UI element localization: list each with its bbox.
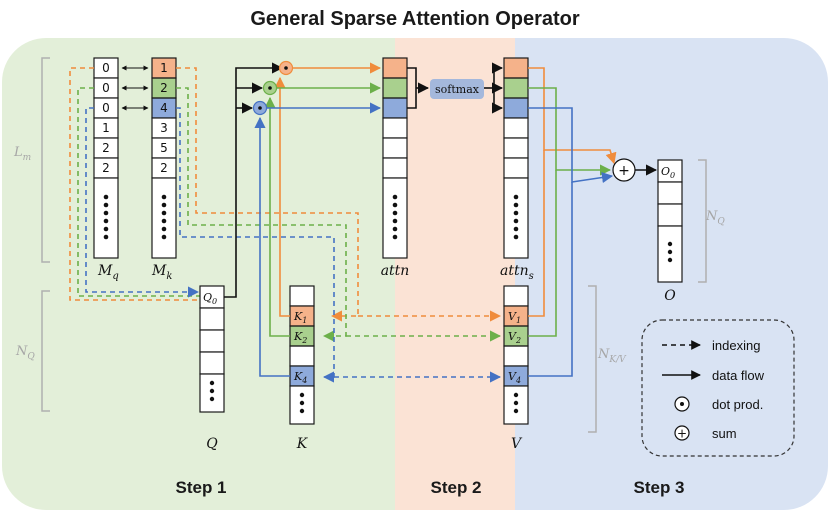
q-data-flow xyxy=(224,62,284,298)
softmax-block: softmax xyxy=(407,62,504,114)
legend-indexing: indexing xyxy=(712,338,760,353)
nq-right-bracket xyxy=(698,159,707,283)
mk-label: Mk xyxy=(151,263,172,282)
mq-to-q-indexing xyxy=(69,67,200,301)
v4-cell: V4 xyxy=(508,370,521,385)
legend-data-flow: data flow xyxy=(712,368,765,383)
v-label: V xyxy=(511,436,523,452)
q-column: Q0 Q xyxy=(199,285,225,452)
diagram-title: General Sparse Attention Operator xyxy=(250,8,580,30)
mk-cell: 5 xyxy=(160,141,168,155)
mq-cell: 0 xyxy=(102,81,110,95)
step-backgrounds xyxy=(2,38,828,510)
step2-label: Step 2 xyxy=(430,478,481,497)
mk-cell: 1 xyxy=(160,61,168,75)
k2-cell: K2 xyxy=(293,330,307,345)
dot-product-nodes xyxy=(252,60,294,116)
legend-box xyxy=(641,319,795,457)
legend: indexing data flow dot prod. + sum xyxy=(641,319,795,457)
mk-column: 1 2 4 3 5 2 Mk xyxy=(151,57,177,282)
k-column: K1 K2 K4 K xyxy=(289,285,315,452)
mq-mk-mapping-arrows xyxy=(121,65,149,111)
legend-dot-prod: dot prod. xyxy=(712,397,763,412)
weighted-sum-flow xyxy=(528,67,617,377)
attn-label: attn xyxy=(381,263,410,279)
sum-legend-icon xyxy=(674,425,690,441)
q-label: Q xyxy=(206,436,218,452)
legend-sum: sum xyxy=(712,426,737,441)
mk-cell: 4 xyxy=(160,101,168,115)
svg-text:+: + xyxy=(618,163,630,179)
softmax-box xyxy=(430,79,484,99)
mq-cell: 1 xyxy=(102,121,110,135)
output-column: O0 O xyxy=(657,159,683,304)
mq-cell: 2 xyxy=(102,161,110,175)
step2-background xyxy=(395,38,515,510)
v2-cell: V2 xyxy=(508,330,521,345)
nq-left-bracket xyxy=(41,290,50,412)
attn-column: attn xyxy=(381,57,410,279)
mq-column: 0 0 0 1 2 2 Mq xyxy=(93,57,119,282)
nq-left-label: NQ xyxy=(15,344,35,362)
mq-cell: 2 xyxy=(102,141,110,155)
q0-cell: Q0 xyxy=(203,291,217,306)
k-label: K xyxy=(296,436,309,452)
step1-label: Step 1 xyxy=(175,478,226,497)
dot-to-attn-flow xyxy=(267,62,382,114)
k-data-flow xyxy=(254,76,290,377)
nkv-label: NK/V xyxy=(597,347,627,365)
step1-background xyxy=(2,38,395,510)
k4-cell: K4 xyxy=(293,370,307,385)
output-label: O xyxy=(664,288,676,304)
mk-cell: 3 xyxy=(160,121,168,135)
lm-bracket xyxy=(41,57,50,263)
mq-cell: 0 xyxy=(102,101,110,115)
mq-cell: 0 xyxy=(102,61,110,75)
mq-label: Mq xyxy=(97,263,119,282)
lm-label: Lm xyxy=(13,145,31,163)
svg-text:+: + xyxy=(677,427,687,441)
sum-node: + xyxy=(612,158,658,182)
attn-s-column: attns xyxy=(500,57,534,282)
mk-cell: 2 xyxy=(160,161,168,175)
nq-right-label: NQ xyxy=(705,209,725,227)
k1-cell: K1 xyxy=(293,310,307,325)
v1-cell: V1 xyxy=(508,310,521,325)
o0-cell: O0 xyxy=(661,165,675,180)
attn-s-label: attns xyxy=(500,263,534,282)
softmax-label: softmax xyxy=(435,83,480,96)
nkv-bracket xyxy=(588,285,597,433)
step3-label: Step 3 xyxy=(633,478,684,497)
mk-to-kv-indexing xyxy=(176,67,502,383)
mk-cell: 2 xyxy=(160,81,168,95)
